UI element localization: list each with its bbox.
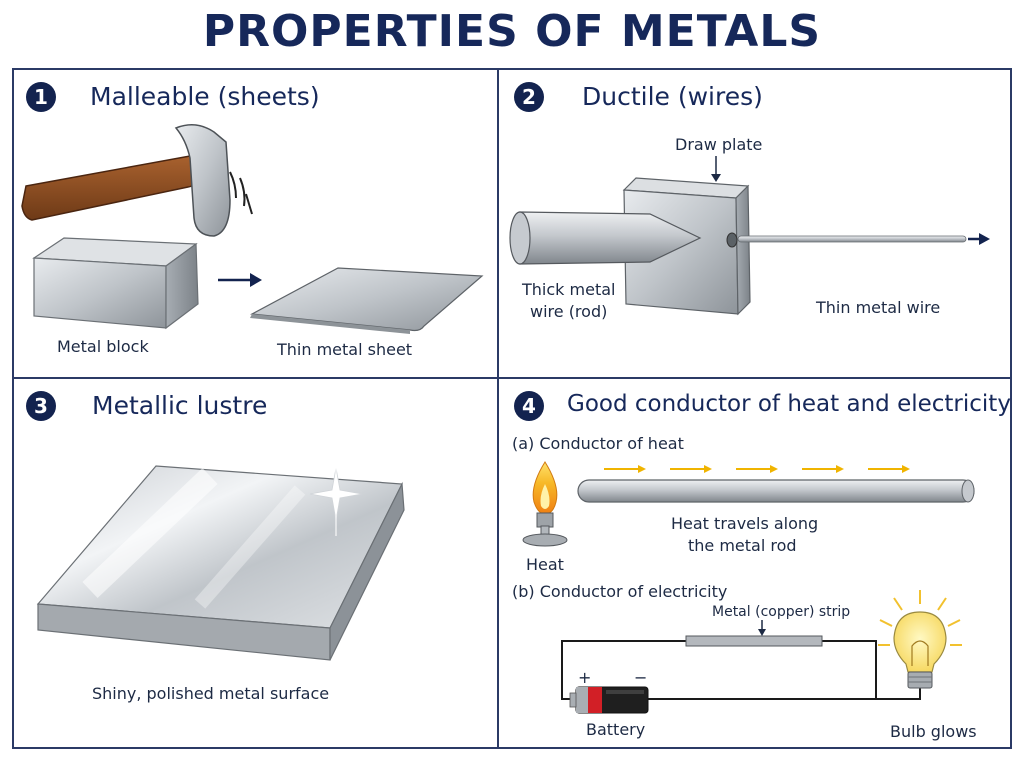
rod — [509, 211, 702, 265]
lightbulb-icon — [878, 590, 962, 689]
arrow-right-icon — [218, 273, 262, 287]
sparkle-icon — [309, 452, 363, 536]
label-polished-surface: Shiny, polished metal surface — [92, 684, 330, 703]
panel-number-3: 3 — [26, 391, 56, 421]
label-thin-sheet: Thin metal sheet — [277, 340, 413, 359]
panel-title-lustre: Metallic lustre — [92, 391, 268, 420]
label-bulb-glows: Bulb glows — [890, 722, 977, 741]
burner-icon — [522, 512, 568, 547]
label-heat-heading: (a) Conductor of heat — [512, 434, 684, 453]
label-heat-travels-line2: the metal rod — [688, 536, 797, 555]
panel-title-malleable: Malleable (sheets) — [90, 82, 320, 111]
label-copper-strip: Metal (copper) strip — [712, 604, 851, 620]
strip-pointer — [758, 620, 766, 636]
battery-icon — [569, 686, 649, 714]
polished-slab — [36, 465, 405, 661]
panel-title-conductor: Good conductor of heat and electricity — [567, 391, 1011, 417]
label-battery: Battery — [586, 720, 646, 739]
metal-rod — [577, 479, 975, 503]
heat-arrow-icon — [604, 465, 910, 473]
hammer-icon — [21, 124, 253, 237]
label-thick-wire-line2: wire (rod) — [530, 302, 608, 321]
wire — [737, 235, 967, 243]
panel-number-2: 2 — [514, 82, 544, 112]
label-thick-wire-line1: Thick metal — [522, 280, 616, 299]
wire-arrow-icon — [968, 233, 990, 245]
page-title: PROPERTIES OF METALS — [202, 6, 822, 57]
draw-plate-pointer — [711, 156, 721, 182]
label-thin-wire: Thin metal wire — [816, 298, 941, 317]
panel-number-4: 4 — [514, 391, 544, 421]
label-elec-heading: (b) Conductor of electricity — [512, 582, 728, 601]
label-battery-minus: − — [634, 668, 648, 687]
panel-title-ductile: Ductile (wires) — [582, 82, 763, 111]
copper-strip — [685, 635, 823, 647]
label-draw-plate: Draw plate — [675, 135, 763, 154]
label-metal-block: Metal block — [57, 337, 149, 356]
thin-sheet — [249, 267, 484, 334]
circuit-wire — [561, 640, 921, 700]
label-heat: Heat — [526, 555, 564, 574]
label-heat-travels-line1: Heat travels along — [671, 514, 819, 533]
label-battery-plus: + — [578, 668, 592, 687]
panel-number-1: 1 — [26, 82, 56, 112]
flame-icon — [532, 461, 558, 515]
metal-block — [32, 237, 199, 330]
